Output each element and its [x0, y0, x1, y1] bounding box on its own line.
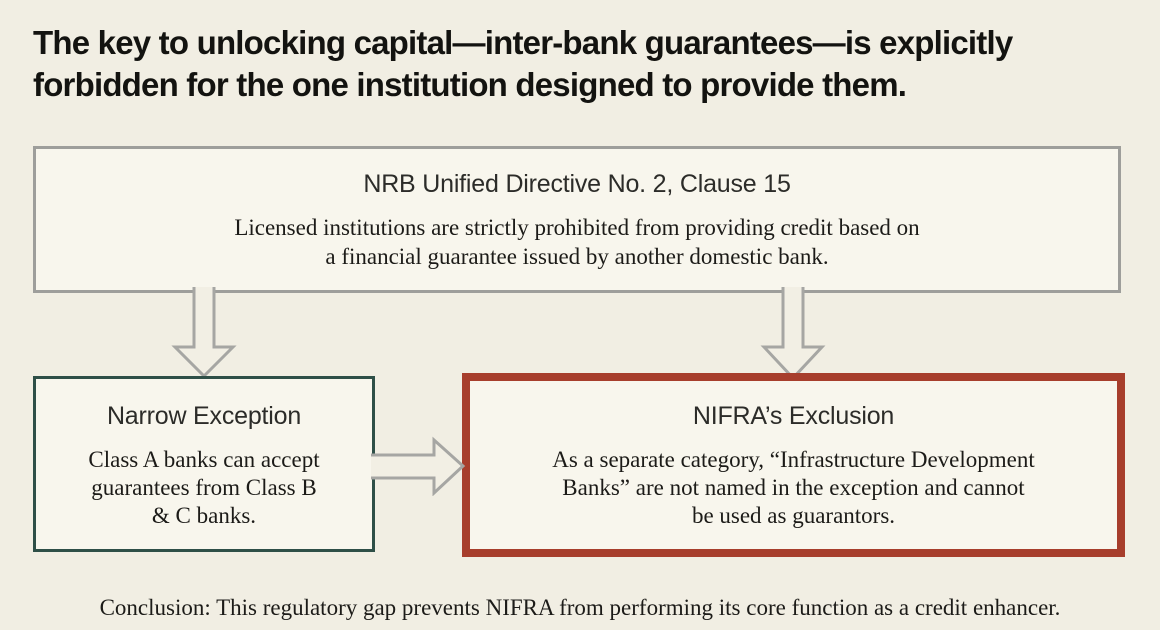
exclusion-heading: NIFRA’s Exclusion: [692, 402, 895, 430]
exception-box: Narrow Exception Class A banks can accep…: [33, 376, 375, 552]
exclusion-box: NIFRA’s Exclusion As a separate category…: [462, 373, 1125, 557]
exception-heading: Narrow Exception: [106, 402, 302, 430]
directive-box: NRB Unified Directive No. 2, Clause 15 L…: [33, 146, 1121, 293]
down-arrow-icon: [171, 287, 237, 379]
exclusion-body: As a separate category, “Infrastructure …: [552, 447, 1035, 528]
right-arrow-icon: [371, 436, 466, 496]
directive-body: Licensed institutions are strictly prohi…: [234, 215, 920, 269]
exception-body: Class A banks can accept guarantees from…: [88, 447, 320, 528]
directive-heading: NRB Unified Directive No. 2, Clause 15: [363, 170, 791, 198]
conclusion-text: Conclusion: This regulatory gap prevents…: [99, 595, 1061, 620]
page-title: The key to unlocking capital—inter-bank …: [33, 24, 1013, 103]
down-arrow-icon: [760, 287, 826, 381]
